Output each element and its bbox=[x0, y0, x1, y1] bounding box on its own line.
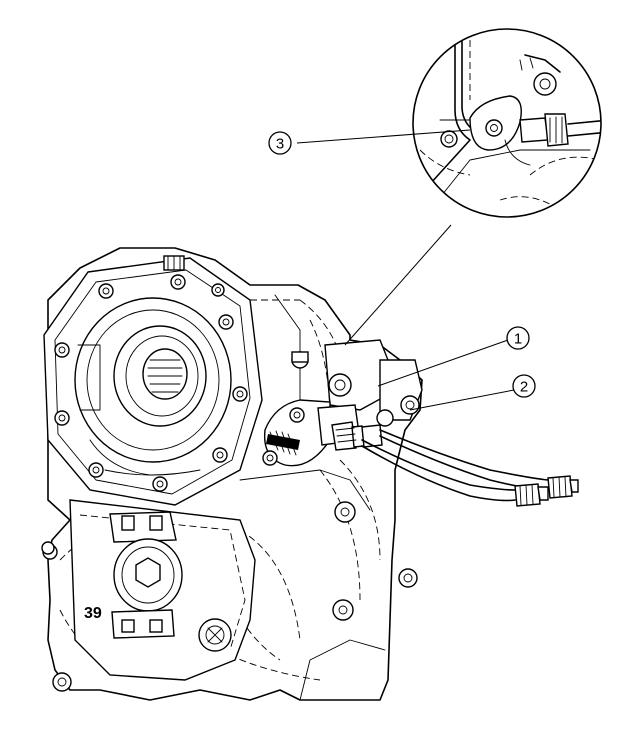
engraved-marking: 39 bbox=[84, 605, 102, 622]
callout-3-label: 3 bbox=[276, 136, 284, 153]
transfer-case-housing: 39 bbox=[42, 248, 578, 700]
callout-2: 2 bbox=[513, 375, 535, 397]
shift-motor-mount bbox=[42, 500, 255, 680]
callout-2-label: 2 bbox=[520, 379, 528, 396]
detail-magnifier bbox=[413, 29, 610, 217]
callout-3: 3 bbox=[269, 132, 291, 154]
callout-1-label: 1 bbox=[514, 331, 522, 348]
callout-1: 1 bbox=[507, 327, 529, 349]
